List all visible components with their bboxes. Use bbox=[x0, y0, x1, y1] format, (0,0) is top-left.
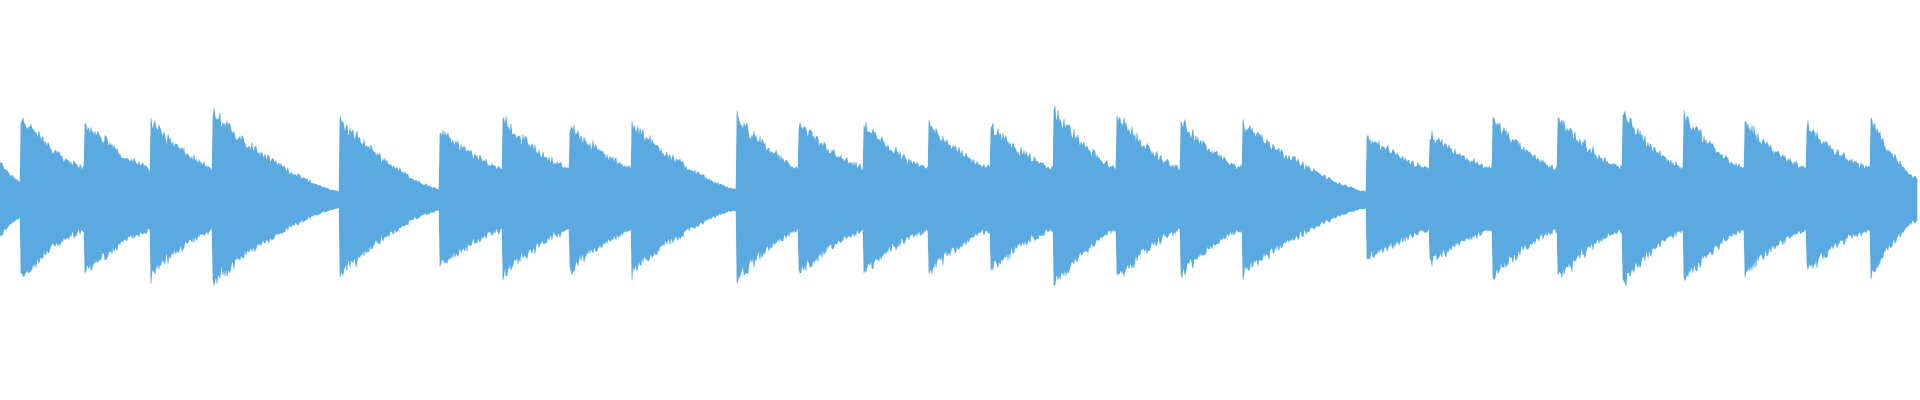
waveform-shape bbox=[0, 106, 1918, 287]
